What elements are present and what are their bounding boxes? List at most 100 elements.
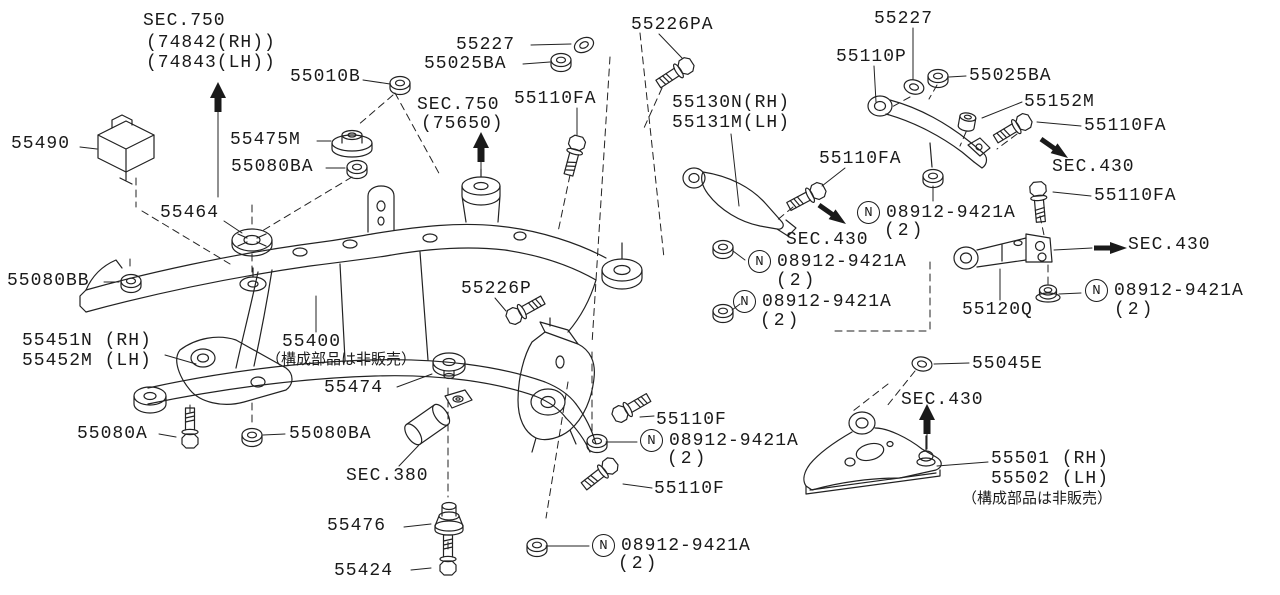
dashed-lines — [129, 32, 1049, 552]
label-55152m: 55152M — [1024, 92, 1095, 112]
n-circle-icon: N — [748, 250, 771, 273]
hw-code: 08912-9421A — [777, 251, 907, 272]
label-55130n: 55130N(RH) — [672, 93, 791, 113]
sec750-center-arrow — [472, 131, 490, 163]
hw-qty-5: (2) — [667, 449, 709, 469]
hw-code: 08912-9421A — [762, 291, 892, 312]
spacer-55464 — [231, 228, 273, 257]
label-55476: 55476 — [327, 516, 387, 536]
sleeve-sec380 — [404, 389, 473, 446]
link-55110p — [867, 95, 991, 169]
bolt-55110fa-r1 — [990, 110, 1035, 147]
washer-55227-c — [571, 33, 597, 57]
nut-n2 — [712, 239, 734, 260]
hw-qty-4: (2) — [1114, 300, 1156, 320]
label-55080ba-top: 55080BA — [231, 157, 314, 177]
label-sec430-mid: SEC.430 — [786, 230, 869, 250]
bolt-55110fa-c — [560, 133, 588, 178]
hw-code: 08912-9421A — [1114, 280, 1244, 301]
hw-qty-1: (2) — [884, 221, 926, 241]
hw-label-4: N 08912-9421A — [1085, 279, 1244, 302]
label-55080a: 55080A — [77, 424, 148, 444]
hw-label-6: N 08912-9421A — [592, 534, 751, 557]
bolt-55080a — [181, 407, 199, 449]
hw-qty-2: (2) — [776, 271, 818, 291]
label-55110fa-mid: 55110FA — [819, 149, 902, 169]
label-sec750-center: SEC.750 — [417, 95, 500, 115]
label-55490: 55490 — [11, 134, 71, 154]
label-55110fa-r2: 55110FA — [1094, 186, 1177, 206]
label-sec430-r2: SEC.430 — [1128, 235, 1211, 255]
label-55110p: 55110P — [836, 47, 907, 67]
nut-n3 — [712, 303, 734, 324]
label-sec380: SEC.380 — [346, 466, 429, 486]
hw-label-3: N 08912-9421A — [733, 290, 892, 313]
label-55451n: 55451N (RH) — [22, 331, 152, 351]
arm-55501 — [803, 411, 942, 495]
label-55120q: 55120Q — [962, 300, 1033, 320]
nut-n5 — [586, 433, 608, 454]
label-55025ba-center: 55025BA — [424, 54, 507, 74]
label-55110fa-r1: 55110FA — [1084, 116, 1167, 136]
label-55226pa: 55226PA — [631, 15, 714, 35]
sec430-middle-arrow — [814, 199, 851, 230]
label-sec750-left-lh: (74843(LH)) — [146, 53, 276, 73]
nut-55025ba-c — [550, 52, 572, 73]
hw-qty-6: (2) — [618, 554, 660, 574]
nut-n1 — [922, 168, 944, 189]
subframe-55400 — [79, 168, 643, 453]
bolt-55110fa-r2 — [1028, 180, 1050, 224]
rod-55120q — [953, 233, 1053, 270]
hw-code: 08912-9421A — [621, 535, 751, 556]
nut-n6 — [526, 537, 548, 558]
bolt-55424 — [439, 534, 457, 576]
label-sec430-bottom: SEC.430 — [901, 390, 984, 410]
label-55502: 55502 (LH) — [991, 469, 1110, 489]
label-55474: 55474 — [324, 378, 384, 398]
damper-55490 — [97, 114, 155, 185]
label-55400: 55400 — [282, 332, 342, 352]
label-55080ba-bot: 55080BA — [289, 424, 372, 444]
n-circle-icon: N — [857, 201, 880, 224]
washer-55045e — [910, 354, 934, 374]
label-55131m: 55131M(LH) — [672, 113, 791, 133]
arm-55130n — [682, 167, 797, 237]
label-55110fa-center: 55110FA — [514, 89, 597, 109]
label-55010b: 55010B — [290, 67, 361, 87]
insulator-55475m — [331, 129, 373, 158]
n-circle-icon: N — [592, 534, 615, 557]
label-55226p: 55226P — [461, 279, 532, 299]
label-55045e: 55045E — [972, 354, 1043, 374]
bolt-55110f-2 — [578, 454, 622, 494]
hw-code: 08912-9421A — [669, 430, 799, 451]
label-55464: 55464 — [160, 203, 220, 223]
hw-label-2: N 08912-9421A — [748, 250, 907, 273]
label-55227-right: 55227 — [874, 9, 934, 29]
label-sec750-left-rh: (74842(RH)) — [146, 33, 276, 53]
sec750-left-arrow — [209, 81, 227, 113]
hw-qty-3: (2) — [760, 311, 802, 331]
nut-55080ba-bot — [241, 427, 263, 448]
label-55110f-2: 55110F — [654, 479, 725, 499]
bushing-55476 — [434, 501, 464, 536]
label-55227-center: 55227 — [456, 35, 516, 55]
label-sec430-r1: SEC.430 — [1052, 157, 1135, 177]
nut-55080ba-top — [346, 159, 368, 180]
hw-label-5: N 08912-9421A — [640, 429, 799, 452]
bolt-55226pa — [653, 54, 697, 92]
sec430-right-arrow — [1093, 241, 1128, 255]
washer-55227-r — [901, 77, 927, 97]
label-55080bb: 55080BB — [7, 271, 90, 291]
label-sec750-left: SEC.750 — [143, 11, 226, 31]
grommet-55474 — [432, 352, 466, 380]
nut-n4 — [1035, 284, 1061, 303]
n-circle-icon: N — [640, 429, 663, 452]
label-55475m: 55475M — [230, 130, 301, 150]
label-sec750-center-sub: (75650) — [421, 114, 504, 134]
label-55452m: 55452M (LH) — [22, 351, 152, 371]
bolt-55110f-1 — [609, 389, 654, 426]
label-55424: 55424 — [334, 561, 394, 581]
arm-55451n — [176, 336, 293, 405]
